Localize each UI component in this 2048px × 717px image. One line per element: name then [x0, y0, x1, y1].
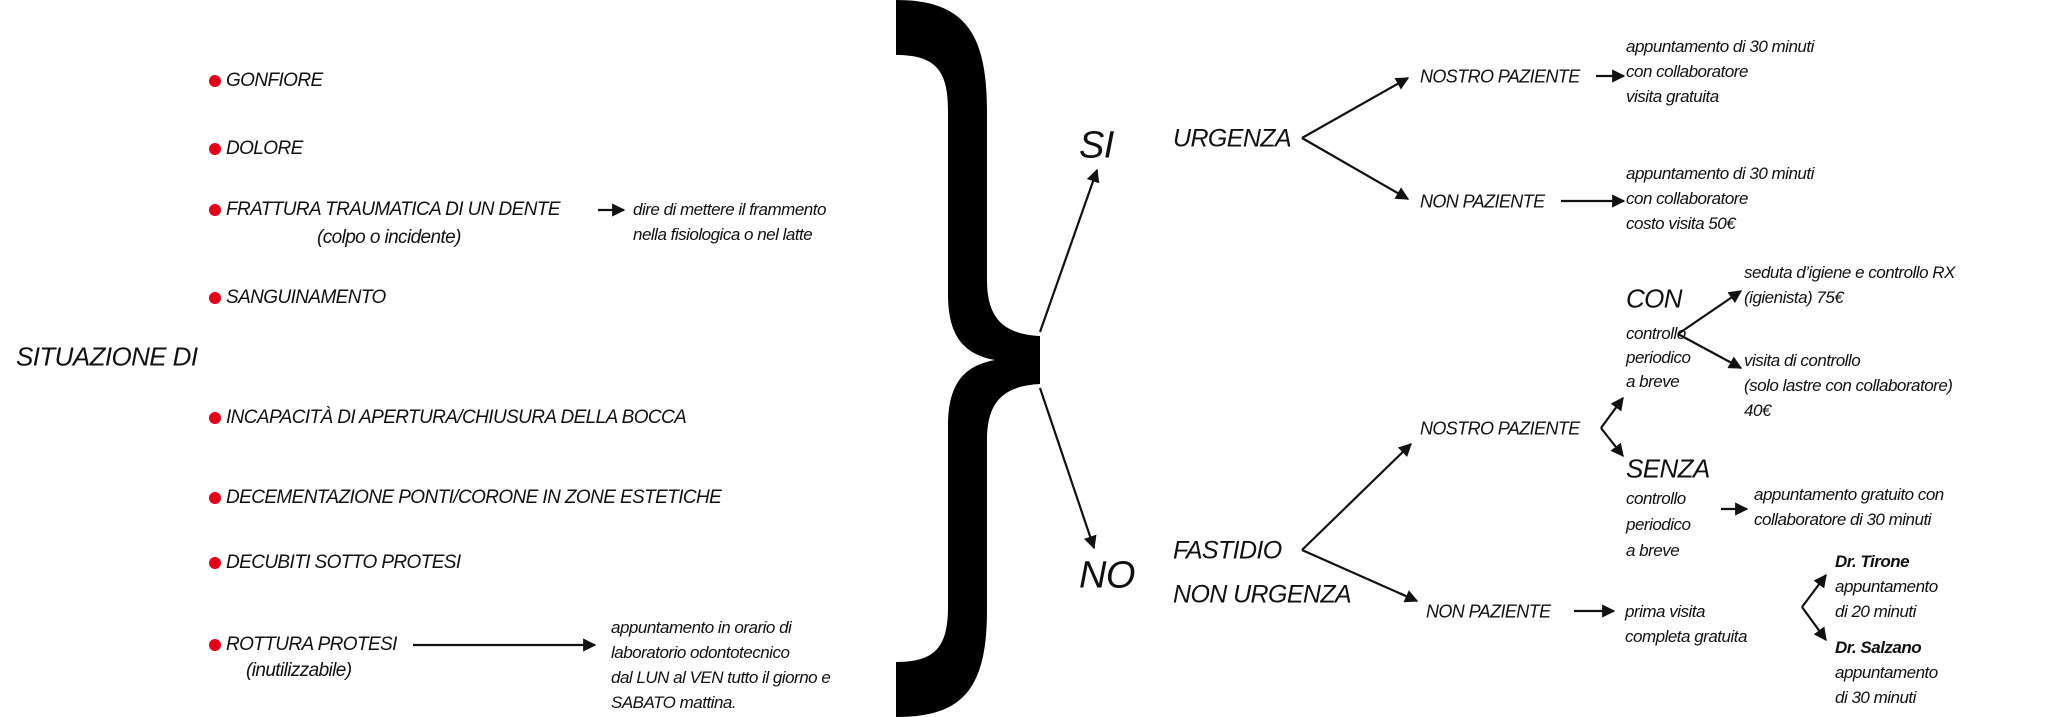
- result-line: visita gratuita: [1626, 87, 1719, 106]
- arrow-salzano: [1801, 606, 1827, 642]
- si-label: SI: [1079, 124, 1114, 167]
- curly-brace: [896, 0, 1040, 717]
- result-line: completa gratuita: [1625, 627, 1747, 646]
- arrow-con-opt2: [1677, 333, 1743, 369]
- arrow-urgenza-non: [1301, 137, 1410, 200]
- item-sanguinamento: SANGUINAMENTO: [226, 287, 386, 308]
- note-frattura: dire di mettere il frammento nella fisio…: [633, 197, 826, 247]
- arrow-nostro-senza: [1600, 427, 1624, 458]
- no-nostro-paziente: NOSTRO PAZIENTE: [1420, 418, 1580, 439]
- situation-title: SITUAZIONE DI: [16, 341, 198, 372]
- arrow-urgenza-nostro: [1301, 77, 1410, 139]
- result-line: con collaboratore: [1626, 189, 1748, 208]
- si-nostro-paziente: NOSTRO PAZIENTE: [1420, 66, 1580, 87]
- arrow-con-opt1: [1677, 290, 1743, 335]
- si-non-paziente: NON PAZIENTE: [1420, 191, 1545, 212]
- bullet-icon: [209, 492, 221, 504]
- no-non-paziente: NON PAZIENTE: [1426, 601, 1551, 622]
- option-line: 40€: [1744, 401, 1771, 420]
- item-dolore: DOLORE: [226, 138, 303, 159]
- si-nostro-result: appuntamento di 30 minuti con collaborat…: [1626, 34, 1814, 109]
- note-rottura: appuntamento in orario di laboratorio od…: [611, 615, 831, 715]
- non-urgenza-label: NON URGENZA: [1173, 580, 1352, 609]
- arrow-si: [1038, 168, 1100, 333]
- bullet-icon: [209, 292, 221, 304]
- desc-line: controllo: [1626, 489, 1686, 508]
- arrow-fastidio-nostro: [1301, 443, 1412, 551]
- note-line: dire di mettere il frammento: [633, 200, 826, 219]
- fastidio-label: FASTIDIO: [1173, 536, 1282, 565]
- item-rottura-sub: (inutilizzabile): [246, 660, 352, 681]
- con-option-1: seduta d’igiene e controllo RX (igienist…: [1744, 260, 1955, 310]
- bullet-icon: [209, 639, 221, 651]
- note-line: appuntamento in orario di: [611, 618, 792, 637]
- urgenza-label: URGENZA: [1173, 124, 1292, 153]
- arrow-nostro-con: [1600, 396, 1624, 429]
- result-line: appuntamento gratuito con: [1754, 485, 1944, 504]
- option-line: (igienista) 75€: [1744, 288, 1844, 307]
- item-frattura: FRATTURA TRAUMATICA DI UN DENTE: [226, 199, 561, 220]
- senza-result: appuntamento gratuito con collaboratore …: [1754, 482, 1944, 532]
- result-line: con collaboratore: [1626, 62, 1748, 81]
- senza-desc: controllo periodico a breve: [1626, 486, 1691, 564]
- note-line: nella fisiologica o nel latte: [633, 225, 813, 244]
- note-line: dal LUN al VEN tutto il giorno e: [611, 668, 831, 687]
- item-decubiti: DECUBITI SOTTO PROTESI: [226, 552, 461, 573]
- doctor-tirone: Dr. Tirone appuntamento di 20 minuti: [1835, 549, 1938, 624]
- bullet-icon: [209, 75, 221, 87]
- desc-line: periodico: [1626, 515, 1691, 534]
- item-frattura-sub: (colpo o incidente): [317, 227, 461, 248]
- result-line: appuntamento di 30 minuti: [1626, 164, 1814, 183]
- si-non-result: appuntamento di 30 minuti con collaborat…: [1626, 161, 1814, 236]
- arrow-no: [1038, 387, 1097, 550]
- option-line: seduta d’igiene e controllo RX: [1744, 263, 1955, 282]
- desc-line: a breve: [1626, 541, 1680, 560]
- item-decementazione: DECEMENTAZIONE PONTI/CORONE IN ZONE ESTE…: [226, 487, 722, 508]
- option-line: (solo lastre con collaboratore): [1744, 376, 1953, 395]
- item-gonfiore: GONFIORE: [226, 70, 323, 91]
- note-line: SABATO mattina.: [611, 693, 737, 712]
- doctor-line: appuntamento: [1835, 577, 1938, 596]
- doctor-line: di 20 minuti: [1835, 602, 1916, 621]
- doctor-line: di 30 minuti: [1835, 688, 1916, 707]
- bullet-icon: [209, 143, 221, 155]
- result-line: appuntamento di 30 minuti: [1626, 37, 1814, 56]
- doctor-name: Dr. Tirone: [1835, 552, 1910, 571]
- result-line: prima visita: [1625, 602, 1705, 621]
- doctor-salzano: Dr. Salzano appuntamento di 30 minuti: [1835, 635, 1938, 710]
- bullet-icon: [209, 204, 221, 216]
- desc-line: periodico: [1626, 348, 1691, 367]
- desc-line: controllo: [1626, 324, 1686, 343]
- doctor-line: appuntamento: [1835, 663, 1938, 682]
- arrow-fastidio-non: [1301, 548, 1419, 603]
- result-line: costo visita 50€: [1626, 214, 1736, 233]
- bullet-icon: [209, 557, 221, 569]
- con-title: CON: [1626, 283, 1683, 314]
- doctor-name: Dr. Salzano: [1835, 638, 1922, 657]
- result-line: collaboratore di 30 minuti: [1754, 510, 1931, 529]
- con-desc: controllo periodico a breve: [1626, 322, 1691, 394]
- arrow-tirone: [1801, 573, 1827, 608]
- senza-title: SENZA: [1626, 453, 1710, 484]
- desc-line: a breve: [1626, 372, 1680, 391]
- no-label: NO: [1079, 554, 1135, 597]
- con-option-2: visita di controllo (solo lastre con col…: [1744, 348, 1953, 423]
- bullet-icon: [209, 412, 221, 424]
- item-incapacita: INCAPACITÀ DI APERTURA/CHIUSURA DELLA BO…: [226, 407, 687, 428]
- item-rottura: ROTTURA PROTESI: [226, 634, 397, 655]
- no-non-result: prima visita completa gratuita: [1625, 599, 1747, 649]
- note-line: laboratorio odontotecnico: [611, 643, 790, 662]
- option-line: visita di controllo: [1744, 351, 1861, 370]
